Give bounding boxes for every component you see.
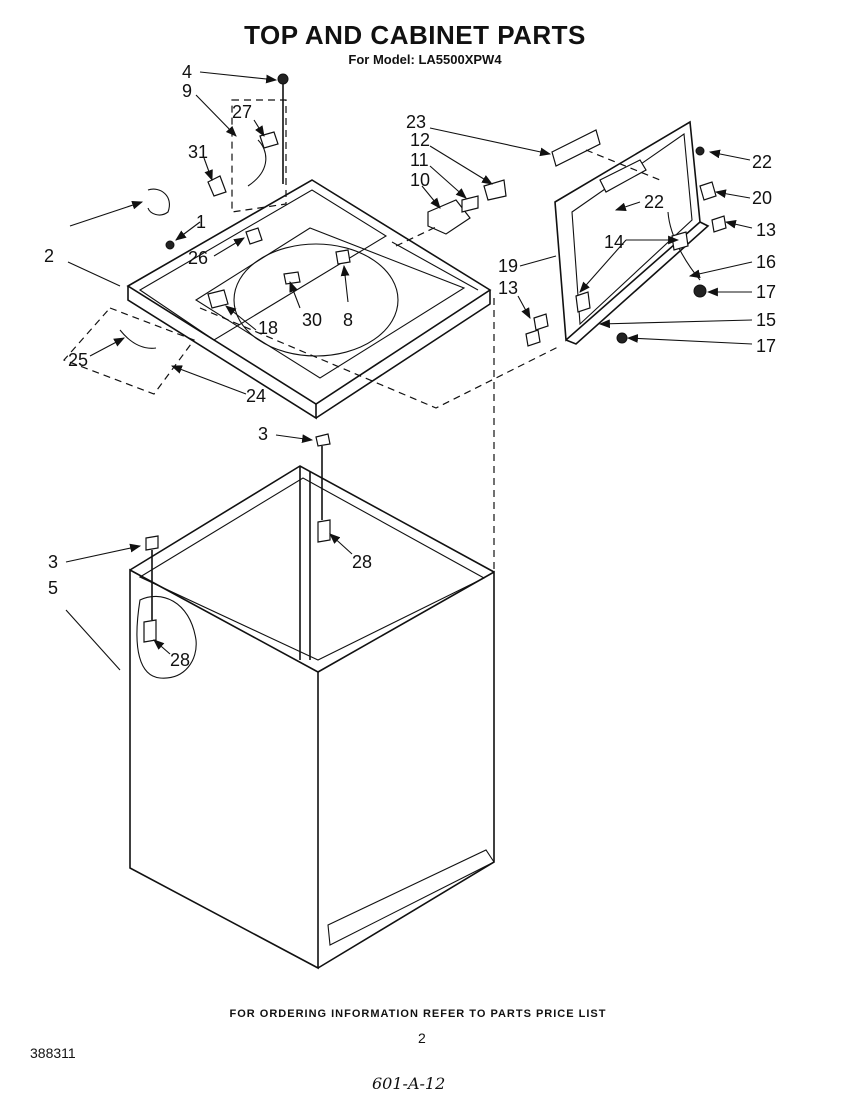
callout-22-lid: 22 bbox=[644, 192, 664, 212]
callout-17-bottom: 17 bbox=[756, 336, 776, 356]
lid bbox=[554, 120, 710, 345]
callout-19: 19 bbox=[498, 256, 518, 276]
handwritten-note: 601-A-12 bbox=[372, 1074, 446, 1093]
document-number: 388311 bbox=[30, 1045, 76, 1061]
small-parts bbox=[119, 73, 727, 643]
callout-13-right: 13 bbox=[756, 220, 776, 240]
callout-13-left: 13 bbox=[498, 278, 518, 298]
top-panel bbox=[126, 179, 492, 420]
hinge-bracket bbox=[551, 129, 601, 167]
callout-9: 9 bbox=[182, 81, 192, 101]
dashed-outlines bbox=[62, 99, 661, 572]
callout-24: 24 bbox=[246, 386, 266, 406]
ordering-note: FOR ORDERING INFORMATION REFER TO PARTS … bbox=[229, 1008, 607, 1020]
callout-12: 12 bbox=[410, 130, 430, 150]
callout-numbers: 4 9 27 31 1 2 26 30 8 18 25 24 23 12 11 … bbox=[44, 62, 776, 670]
callout-14: 14 bbox=[604, 232, 624, 252]
callout-4: 4 bbox=[182, 62, 192, 82]
callout-26: 26 bbox=[188, 248, 208, 268]
callout-3-top: 3 bbox=[258, 424, 268, 444]
callout-31: 31 bbox=[188, 142, 208, 162]
callout-25: 25 bbox=[68, 350, 88, 370]
callout-leaders bbox=[65, 71, 753, 671]
callout-5: 5 bbox=[48, 578, 58, 598]
callout-10: 10 bbox=[410, 170, 430, 190]
callout-22-top: 22 bbox=[752, 152, 772, 172]
callout-27: 27 bbox=[232, 102, 252, 122]
page-title: TOP AND CABINET PARTS bbox=[244, 20, 586, 50]
callout-16: 16 bbox=[756, 252, 776, 272]
cabinet bbox=[129, 465, 495, 970]
callout-3-front: 3 bbox=[48, 552, 58, 572]
callout-23: 23 bbox=[406, 112, 426, 132]
callout-18: 18 bbox=[258, 318, 278, 338]
callout-1: 1 bbox=[196, 212, 206, 232]
callout-15: 15 bbox=[756, 310, 776, 330]
callout-28-rear: 28 bbox=[352, 552, 372, 572]
model-subtitle: For Model: LA5500XPW4 bbox=[348, 52, 502, 67]
callout-8: 8 bbox=[343, 310, 353, 330]
callout-28-front: 28 bbox=[170, 650, 190, 670]
callout-30: 30 bbox=[302, 310, 322, 330]
callout-11: 11 bbox=[410, 150, 429, 170]
callout-17-top: 17 bbox=[756, 282, 776, 302]
callout-2: 2 bbox=[44, 246, 54, 266]
page-number: 2 bbox=[418, 1030, 426, 1046]
callout-20: 20 bbox=[752, 188, 772, 208]
